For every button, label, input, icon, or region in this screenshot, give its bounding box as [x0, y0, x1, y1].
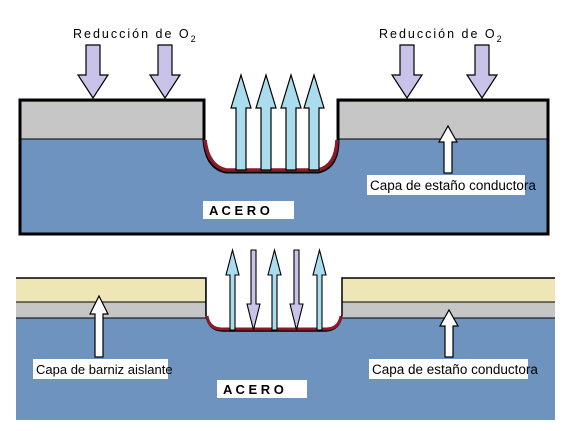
bottom-right-varnish-layer — [342, 278, 555, 302]
top-tin-pointer-arrow — [437, 124, 459, 174]
down-arrow — [246, 249, 261, 331]
bottom-varnish-pointer-arrow — [89, 294, 109, 358]
top-tin-label: Capa de estaño conductora — [370, 178, 536, 193]
top-corrosion-rim — [203, 139, 339, 172]
bottom-panel: Capa de barniz aislante Capa de estaño c… — [16, 247, 555, 420]
bottom-tin-label-box — [369, 359, 528, 379]
bottom-tin-pointer-arrow — [438, 308, 460, 358]
top-left-o2-title: Reducción de O2 — [73, 27, 196, 44]
bottom-tin-label: Capa de estaño conductora — [372, 362, 538, 377]
o2-down-arrow — [390, 44, 424, 100]
o2-down-arrow — [465, 44, 499, 100]
bottom-varnish-label-box — [33, 359, 168, 379]
top-tin-label-box — [367, 175, 525, 195]
top-steel-label-box — [203, 201, 294, 219]
bottom-steel-label-box — [217, 380, 307, 398]
bottom-pit-arrows — [225, 247, 327, 331]
top-steel-label: A C E R O — [209, 203, 270, 218]
up-arrow — [255, 72, 277, 171]
bottom-varnish-label: Capa de barniz aislante — [36, 362, 173, 377]
o2-down-arrow — [148, 44, 182, 100]
up-arrow — [225, 247, 240, 331]
up-arrow — [267, 247, 282, 331]
bottom-left-tin-layer — [16, 302, 205, 318]
up-arrow — [312, 247, 327, 331]
down-arrow — [289, 249, 304, 331]
top-panel: Capa de estaño conductora A C E R O Redu… — [18, 27, 550, 236]
bottom-steel-label: A C E R O — [223, 382, 284, 397]
o2-down-arrow — [76, 44, 110, 100]
top-left-tin-layer — [21, 102, 205, 139]
up-arrow — [303, 72, 325, 171]
up-arrow — [280, 72, 302, 171]
top-right-o2-title: Reducción de O2 — [379, 27, 502, 44]
top-right-tin-layer — [338, 102, 547, 139]
bottom-left-varnish-layer — [16, 278, 205, 302]
top-dissolution-arrows — [230, 72, 325, 171]
top-o2-arrows — [76, 44, 499, 100]
up-arrow — [230, 72, 252, 171]
